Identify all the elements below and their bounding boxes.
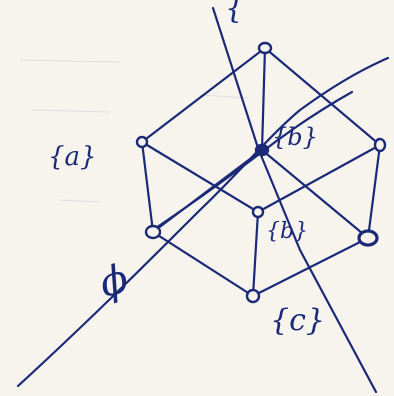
label-a: {a} <box>48 142 97 172</box>
cut-lines <box>16 6 390 394</box>
steep-cut-line <box>211 6 378 394</box>
node-b-center <box>254 143 270 157</box>
label-b-inner: {b} <box>266 219 308 244</box>
edge-right-vertical <box>366 143 382 240</box>
node-lower-left <box>144 224 162 240</box>
label-c: {c} <box>270 303 325 338</box>
node-bottom <box>245 288 261 304</box>
lattice-nodes <box>135 41 387 304</box>
long-curve-line <box>16 56 390 388</box>
lattice-edges <box>140 46 382 298</box>
paper-texture <box>19 59 251 203</box>
edge-lowerright-bottom <box>251 236 370 298</box>
top-label: { <box>225 0 244 26</box>
edge-top-right <box>263 46 382 147</box>
node-lower-right <box>357 229 379 247</box>
edge-lowerleft-bottom <box>151 230 255 298</box>
node-a <box>135 135 149 149</box>
node-b-inner <box>251 205 265 219</box>
label-empty-set: ϕ <box>95 256 133 307</box>
label-b-center: {b} <box>272 123 318 151</box>
edge-inner-bottom <box>251 210 260 298</box>
node-top <box>257 41 273 55</box>
edge-center-lowerright <box>260 148 370 240</box>
edge-left-vertical <box>140 140 155 234</box>
node-right <box>373 137 387 153</box>
edge-top-left <box>140 46 267 144</box>
edge-top-center <box>260 46 267 152</box>
edge-left-inner <box>140 140 260 214</box>
edge-right-inner <box>256 143 382 214</box>
